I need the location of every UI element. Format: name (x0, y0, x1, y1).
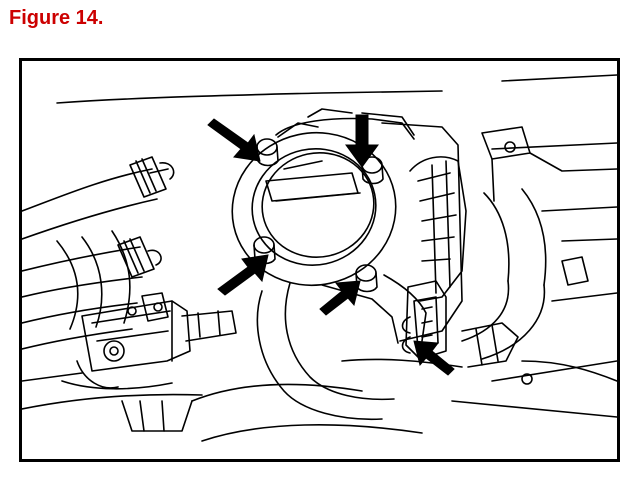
hose-clamp-lower (117, 236, 162, 278)
figure-frame (19, 58, 620, 462)
bold-arrow-icon (345, 114, 379, 168)
lower-left-assembly (22, 292, 237, 432)
right-components (451, 126, 617, 418)
bolt-lower-right (355, 264, 378, 293)
left-hoses (22, 168, 158, 350)
bold-arrow-icon (207, 118, 261, 162)
throttle-body-illustration (22, 74, 617, 442)
bold-arrow-icon (413, 340, 455, 376)
throttle-body (231, 108, 463, 344)
background-lines (56, 74, 617, 150)
bold-arrow-icon (217, 254, 269, 296)
hose-clamp-upper (129, 156, 175, 198)
figure-caption: Figure 14. (9, 7, 104, 29)
bold-arrow-icon (319, 280, 361, 316)
lower-hose (191, 282, 463, 442)
motor-cover (409, 156, 467, 302)
